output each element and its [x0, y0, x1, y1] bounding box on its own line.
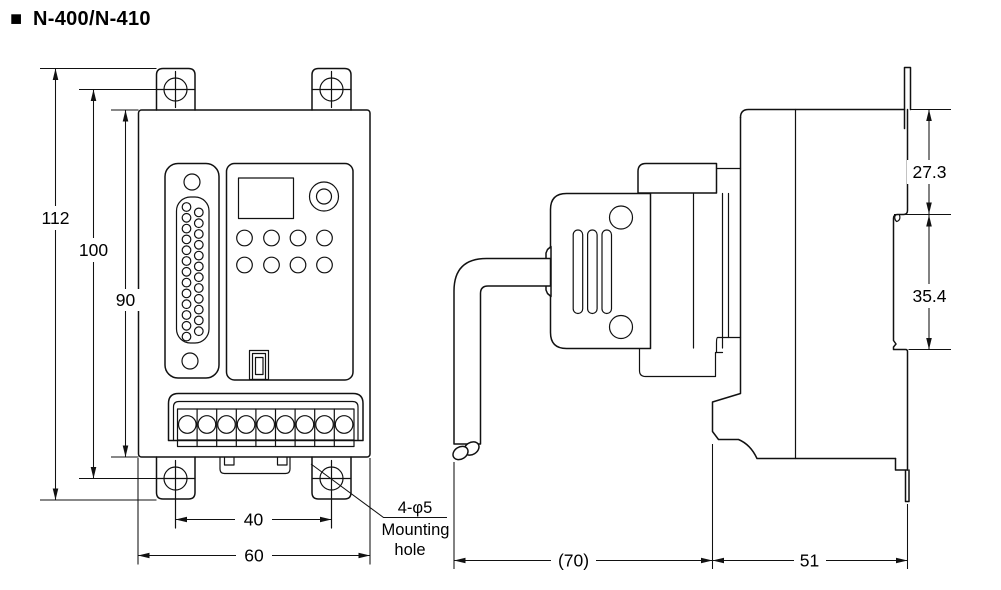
hood-grip-slots — [572, 229, 613, 315]
body-front-profile — [711, 116, 897, 460]
front-view — [137, 67, 371, 529]
page-header: ■ N-400/N-410 — [10, 8, 151, 30]
side-view-dimensions: 27.3 35.4 (70) 51 — [453, 108, 952, 572]
din-rail-profile — [892, 108, 909, 471]
dim-label-27-3: 27.3 — [912, 162, 946, 182]
dim-label-40: 40 — [244, 510, 264, 530]
dimension-arrows — [52, 68, 370, 559]
dsub-connector — [164, 162, 220, 379]
leader-line — [310, 463, 447, 519]
cable — [452, 245, 552, 461]
dim-label-90: 90 — [116, 290, 136, 310]
dim-label-100: 100 — [79, 240, 108, 260]
terminal-block — [167, 392, 364, 448]
side-view — [452, 66, 912, 503]
dim-label-112: 112 — [42, 208, 70, 228]
connector-receptacle — [637, 162, 742, 378]
wire-ends — [452, 441, 480, 461]
display — [237, 177, 295, 220]
dim-label-60: 60 — [244, 546, 264, 566]
dsub-screw-hole-bottom — [181, 352, 199, 370]
connector-shell-bottom — [638, 347, 724, 378]
title-bullet-icon: ■ — [10, 8, 22, 30]
dsub-insert — [175, 196, 210, 344]
dim-label-51: 51 — [800, 551, 819, 571]
din-top-tab — [903, 66, 912, 130]
mounting-hole-note: 4-φ5 Mounting hole — [310, 463, 450, 559]
knob — [308, 181, 340, 212]
page-title: N-400/N-410 — [33, 8, 151, 30]
connector-hood — [549, 192, 652, 350]
rail-hook-curl — [894, 214, 901, 223]
front-view-dimensions: 112 100 90 40 60 4-φ5 Mounting hole — [37, 67, 450, 567]
panel-buttons — [236, 229, 333, 274]
operation-panel — [225, 162, 354, 381]
dim-label-35-4: 35.4 — [912, 286, 946, 306]
terminal-screws — [177, 415, 354, 434]
bottom-clip — [219, 456, 291, 475]
side-dimension-arrows — [454, 109, 932, 564]
side-body — [711, 66, 912, 503]
dim-label-70: (70) — [558, 551, 589, 571]
note-line1: 4-φ5 — [398, 499, 433, 517]
mounting-holes — [155, 70, 352, 529]
din-bottom-latch — [894, 457, 910, 503]
hood-screw-bottom — [608, 314, 634, 340]
dsub-pins — [181, 202, 204, 342]
hood-screw-top — [608, 205, 634, 230]
terminal-dividers — [196, 408, 335, 448]
dsub-screw-hole-top — [183, 173, 201, 191]
slide-switch — [248, 349, 270, 381]
note-line3: hole — [394, 541, 425, 559]
note-line2: Mounting — [382, 521, 450, 539]
